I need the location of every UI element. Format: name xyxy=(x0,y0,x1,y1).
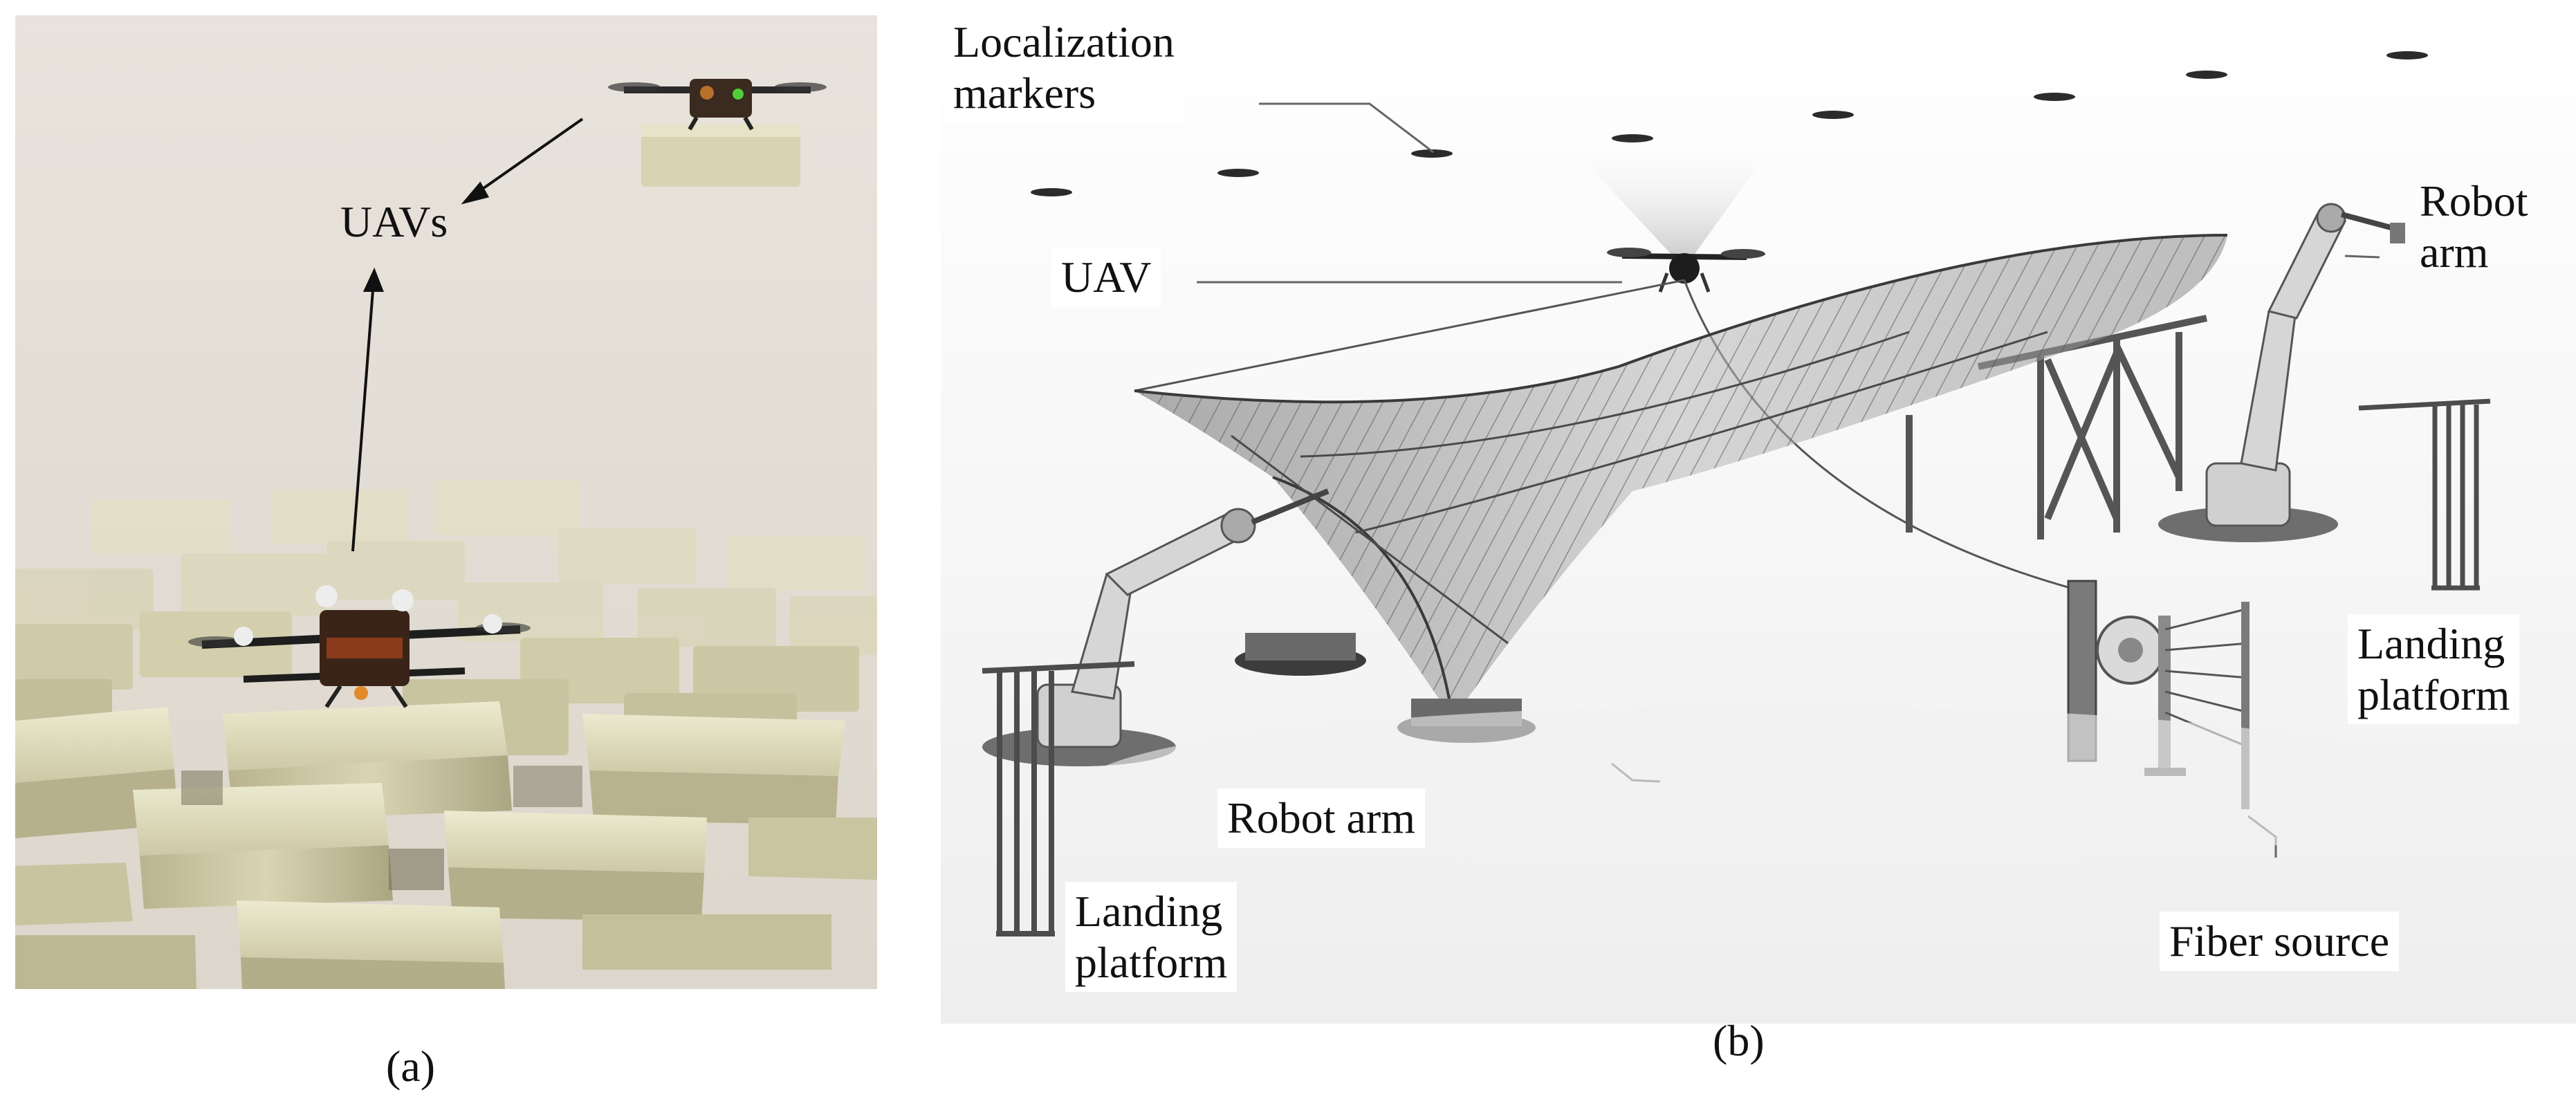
uav-label: UAV xyxy=(1051,248,1161,307)
brick-wall-front xyxy=(15,701,877,989)
rendering-panel-b: Localization markers UAV Robot arm Landi… xyxy=(941,7,2576,1024)
localization-markers-label: Localization markers xyxy=(944,12,1184,123)
landing-left-line1: Landing xyxy=(1075,887,1223,936)
uavs-label: UAVs xyxy=(340,197,448,246)
fiber-winding-scene xyxy=(941,7,2576,1024)
robot-arm-left xyxy=(982,488,1330,766)
fiber-strand-left xyxy=(1134,279,1685,392)
floor-shadow xyxy=(1079,705,2463,871)
landing-right-line1: Landing xyxy=(2357,619,2505,668)
robot-arm-right xyxy=(2158,203,2405,542)
landing-left-line2: platform xyxy=(1075,937,1228,987)
landing-right-line2: platform xyxy=(2357,670,2510,719)
landing-platform-left-label: Landing platform xyxy=(1065,882,1238,993)
landing-platform-right xyxy=(2358,398,2491,591)
photo-panel-a: UAVs xyxy=(15,15,877,989)
robot-arm-right-line1: Robot xyxy=(2420,176,2528,225)
landing-platform-right-label: Landing platform xyxy=(2348,614,2520,725)
localization-label-line1: Localization xyxy=(953,17,1175,66)
camera-cone xyxy=(1563,138,1778,268)
robot-arm-right-line2: arm xyxy=(2420,227,2489,277)
robot-arm-left-label: Robot arm xyxy=(1217,788,1425,848)
uav-top-right xyxy=(608,79,827,187)
uav-pointer-arrows xyxy=(351,118,584,552)
uav-drone xyxy=(1607,248,1765,293)
fiber-source-label: Fiber source xyxy=(2160,912,2400,971)
caption-b: (b) xyxy=(1713,1016,1765,1065)
uav-brick-photo xyxy=(15,15,877,989)
robot-arm-right-label: Robot arm xyxy=(2420,176,2528,277)
uav-on-brick xyxy=(188,585,531,708)
landing-platform-left xyxy=(982,661,1135,936)
caption-a: (a) xyxy=(386,1042,436,1091)
localization-label-line2: markers xyxy=(953,68,1096,118)
